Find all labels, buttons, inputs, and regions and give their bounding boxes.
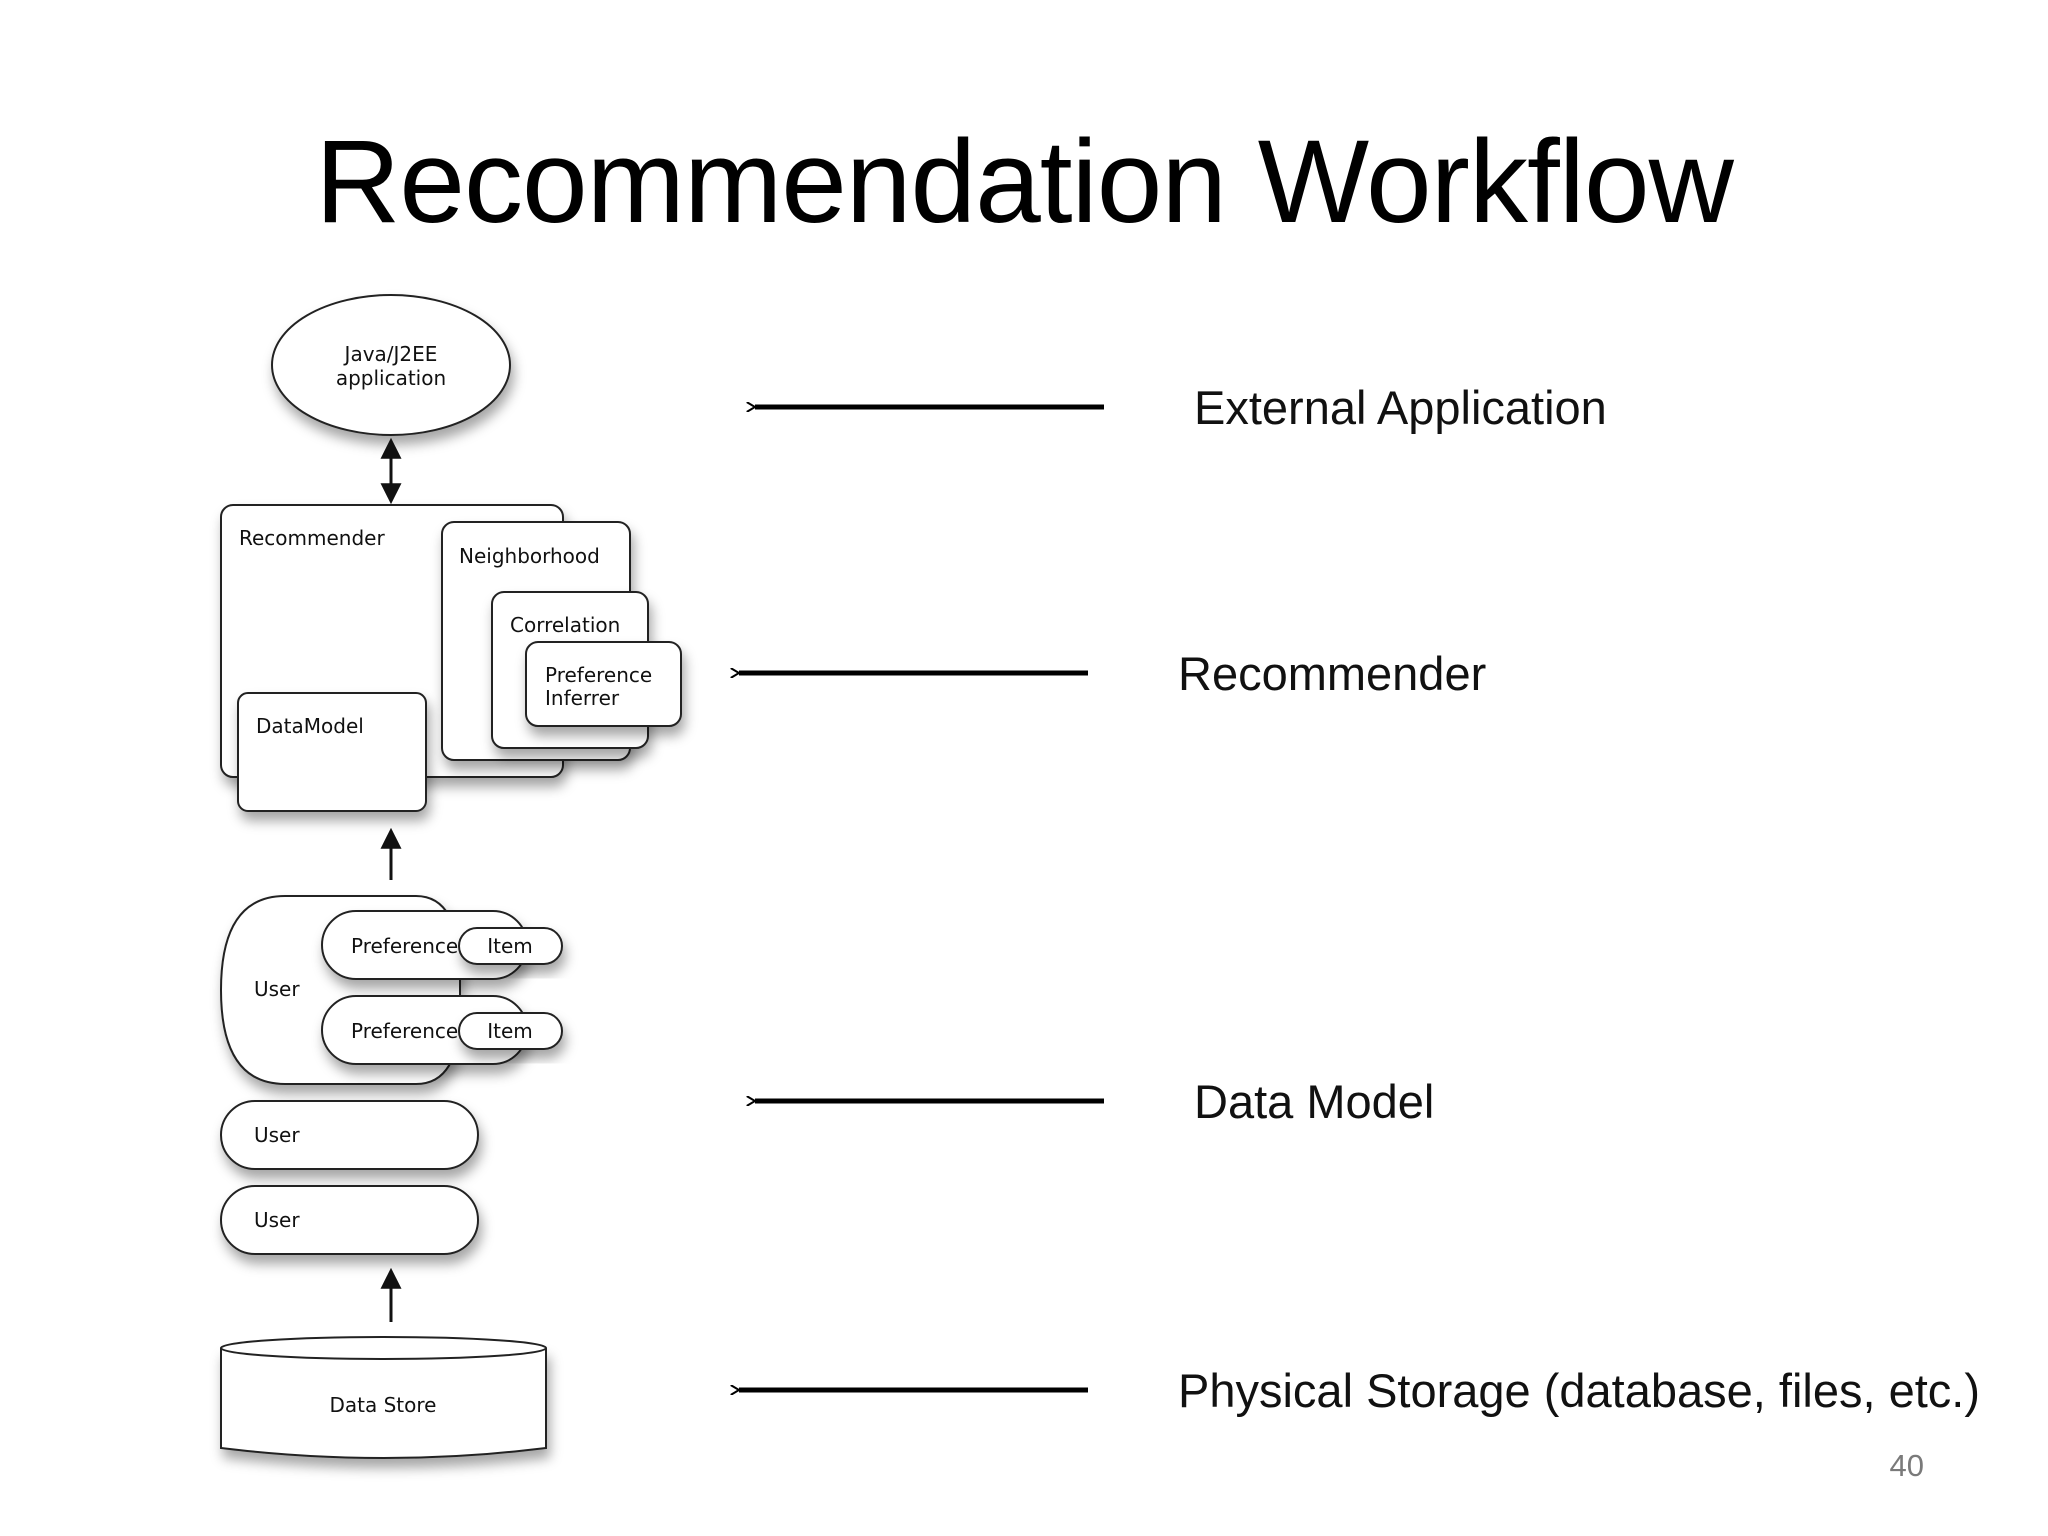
preference-inferrer-line1: Preference <box>545 663 652 687</box>
datamodel-box: DataModel <box>237 692 427 812</box>
preference-row: Preference Item <box>321 910 563 980</box>
slide-title: Recommendation Workflow <box>315 116 1734 248</box>
layer-label-external-application: External Application <box>1194 381 1607 434</box>
preference-label: Preference <box>351 1019 458 1043</box>
app-node-line1: Java/J2EE <box>343 342 438 366</box>
user-pill: User <box>220 1185 479 1255</box>
layer-label-physical-storage: Physical Storage (database, files, etc.) <box>1178 1364 1981 1417</box>
user-pill: User <box>220 1100 479 1170</box>
correlation-box-label: Correlation <box>510 613 620 637</box>
layer-label-data-model: Data Model <box>1194 1075 1435 1128</box>
item-label: Item <box>487 934 533 958</box>
data-store-label: Data Store <box>330 1393 437 1417</box>
layer-label-recommender: Recommender <box>1178 647 1487 700</box>
app-node: Java/J2EE application <box>271 294 511 436</box>
recommender-box-label: Recommender <box>239 526 385 550</box>
user-group: User Preference Item Preference Item <box>219 895 563 1085</box>
neighborhood-box-label: Neighborhood <box>459 544 600 568</box>
data-store: Data Store <box>220 1336 547 1459</box>
preference-row: Preference Item <box>321 995 563 1065</box>
preference-inferrer-box: Preference Inferrer <box>525 641 682 727</box>
user-group-label: User <box>254 977 300 1001</box>
app-node-line2: application <box>336 366 446 390</box>
page-number: 40 <box>1889 1448 1924 1483</box>
user-pill-label: User <box>254 1123 300 1147</box>
item-label: Item <box>487 1019 533 1043</box>
datamodel-box-label: DataModel <box>256 714 364 738</box>
user-pill-label: User <box>254 1208 300 1232</box>
preference-inferrer-line2: Inferrer <box>545 686 620 710</box>
preference-label: Preference <box>351 934 458 958</box>
